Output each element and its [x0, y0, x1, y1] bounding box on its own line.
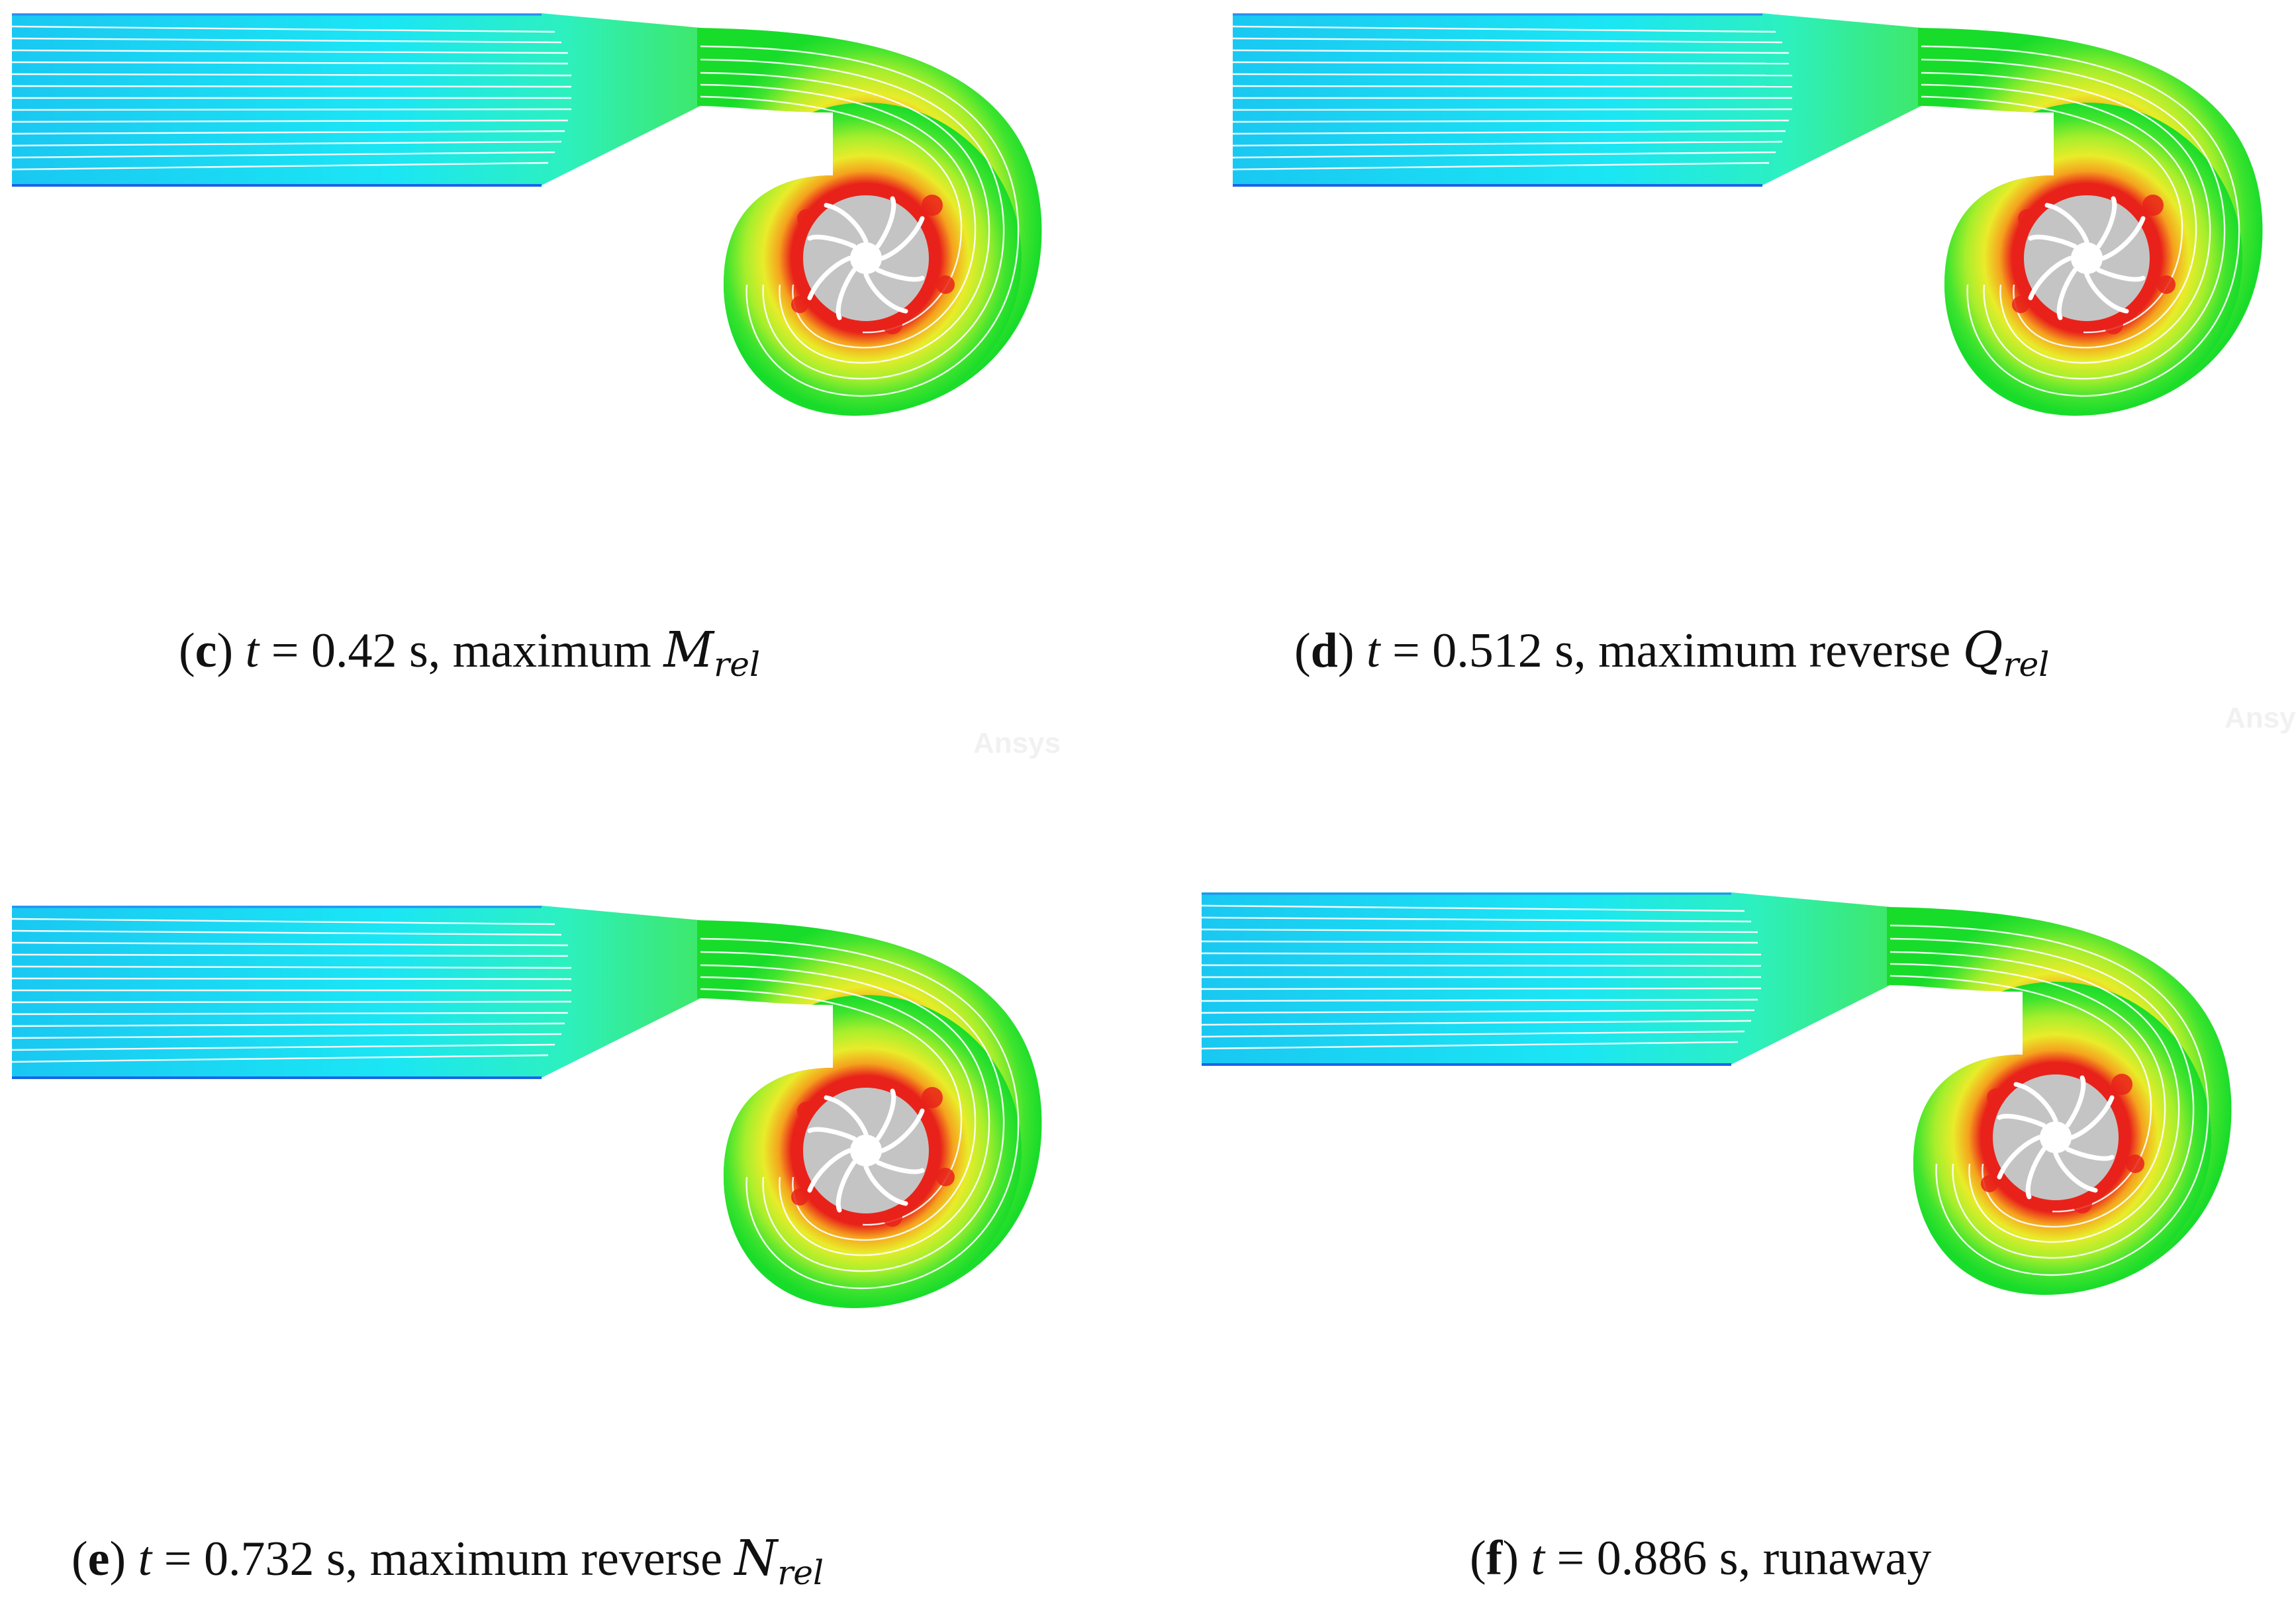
caption-d-letter: d [1310, 624, 1338, 678]
streamline-plot-f [1202, 886, 2287, 1323]
caption-e-sub: rel [777, 1553, 824, 1593]
caption-e-var: N [734, 1530, 778, 1587]
panel-c [12, 7, 1098, 444]
caption-e-desc: maximum reverse [369, 1532, 735, 1586]
caption-e-letter: e [87, 1532, 110, 1586]
caption-c-letter: c [195, 624, 217, 678]
caption-f-letter: f [1486, 1531, 1503, 1586]
streamline-plot-e [12, 899, 1098, 1336]
caption-f-desc: runaway [1762, 1531, 1932, 1586]
caption-e-eq: = 0.732 s, [152, 1532, 370, 1586]
caption-e-t: t [138, 1532, 152, 1586]
streamline-plot-c [12, 7, 1098, 444]
caption-d-var: Q [1962, 622, 2003, 679]
panel-e [12, 899, 1098, 1336]
caption-c-var: M [663, 622, 714, 679]
watermark-ansys-2: Ansys [2224, 702, 2296, 734]
streamline-plot-d [1233, 7, 2296, 444]
watermark-ansys-1: Ansys [973, 727, 1061, 759]
caption-d-eq: = 0.512 s, [1380, 624, 1599, 678]
panel-f [1202, 886, 2287, 1323]
caption-d-desc: maximum reverse [1598, 624, 1963, 678]
panel-d [1233, 7, 2296, 444]
caption-e: (e) t = 0.732 s, maximum reverse Nrel [72, 1530, 824, 1593]
caption-f-t: t [1531, 1531, 1545, 1586]
caption-d-sub: rel [2003, 645, 2050, 685]
caption-c-eq: = 0.42 s, [259, 624, 453, 678]
caption-c: (c) t = 0.42 s, maximum Mrel [179, 622, 761, 685]
caption-d: (d) t = 0.512 s, maximum reverse Qrel [1294, 622, 2050, 685]
caption-f: (f) t = 0.886 s, runaway [1470, 1531, 1932, 1586]
caption-c-t: t [245, 624, 260, 678]
caption-c-sub: rel [714, 645, 761, 685]
caption-c-desc: maximum [452, 624, 664, 678]
caption-f-eq: = 0.886 s, [1545, 1531, 1763, 1586]
caption-d-t: t [1366, 624, 1380, 678]
